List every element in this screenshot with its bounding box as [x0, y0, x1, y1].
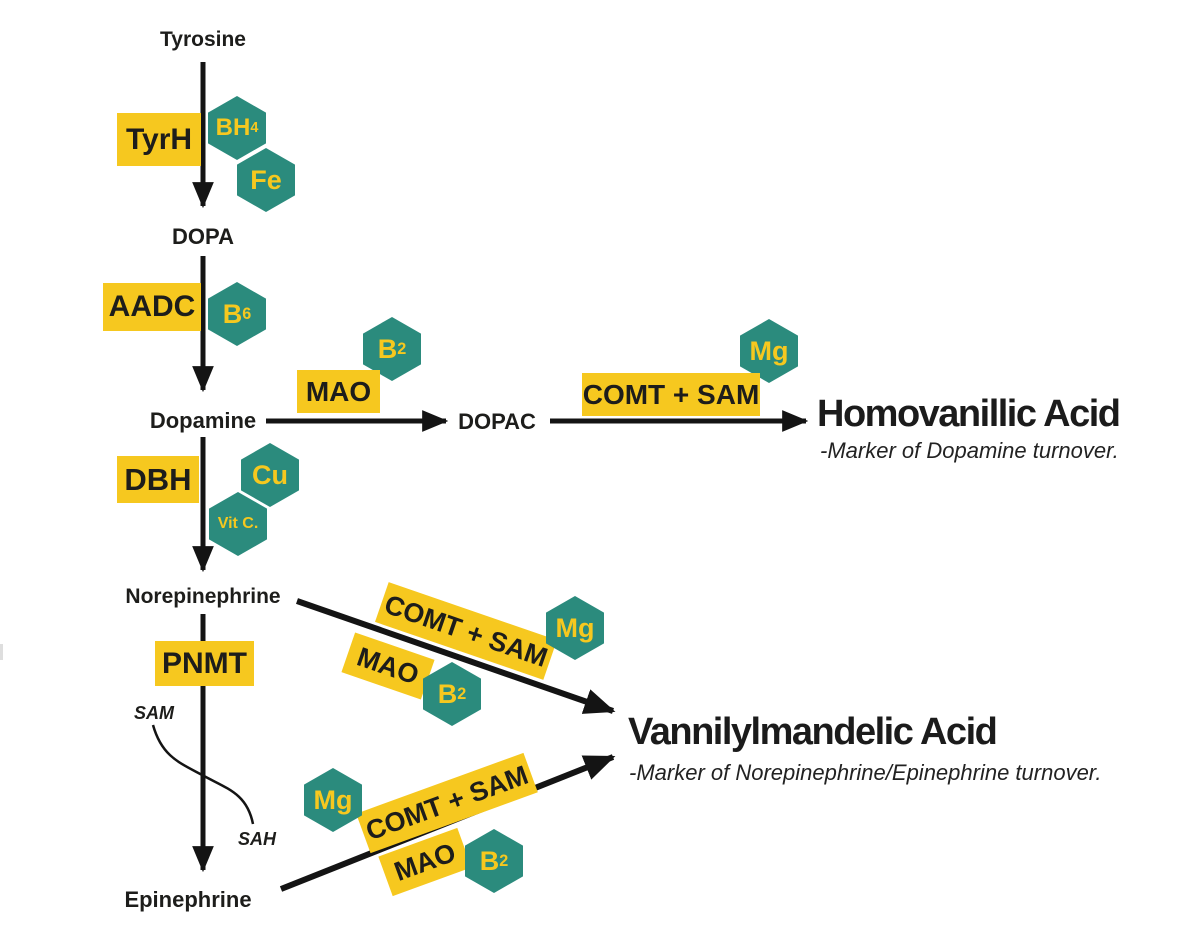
cofactor-label-bh4: BH [215, 114, 251, 141]
edge-artifact [0, 644, 3, 660]
node-dopamine: Dopamine [149, 408, 257, 433]
cofactor-label-cu: Cu [252, 459, 288, 490]
node-dopac: DOPAC [458, 409, 536, 434]
cofactor-label-fe: Fe [250, 164, 282, 195]
enzyme-box-mao-dopamine: MAO [297, 370, 380, 413]
product-marker-vma: -Marker of Norepinephrine/Epinephrine tu… [629, 760, 1102, 785]
product-marker-hva: -Marker of Dopamine turnover. [820, 438, 1119, 463]
cofactor-label-b2: B [377, 333, 398, 364]
cofactor-label-b2: B [437, 678, 458, 709]
node-norepinephrine: Norepinephrine [125, 585, 281, 608]
enzyme-box-aadc: AADC [103, 283, 201, 331]
cofactor-label-vitc: Vit C. [217, 515, 259, 532]
arrow-norepinephrine-to-vma [296, 598, 616, 714]
enzyme-box-tyrh: TyrH [117, 113, 201, 166]
product-title-hva: Homovanillic Acid [817, 393, 1121, 435]
cofactor-label-b6: B [222, 298, 243, 329]
node-dopa: DOPA [172, 224, 234, 249]
product-title-vma: Vannilylmandelic Acid [628, 711, 998, 753]
cofactor-label-mg: Mg [555, 612, 595, 643]
enzyme-box-comt-sam-dopac: COMT + SAM [582, 373, 760, 416]
enzyme-box-dbh: DBH [117, 456, 199, 503]
node-epinephrine: Epinephrine [124, 887, 252, 912]
enzyme-box-pnmt: PNMT [155, 641, 254, 686]
node-tyrosine: Tyrosine [160, 28, 246, 51]
cofactor-label-mg: Mg [749, 335, 789, 366]
sam-to-sah-curve [151, 724, 255, 825]
sam-label: SAM [134, 703, 174, 723]
cofactor-label-mg: Mg [313, 784, 353, 815]
sah-label: SAH [238, 829, 277, 849]
cofactor-label-b2: B [479, 845, 500, 876]
